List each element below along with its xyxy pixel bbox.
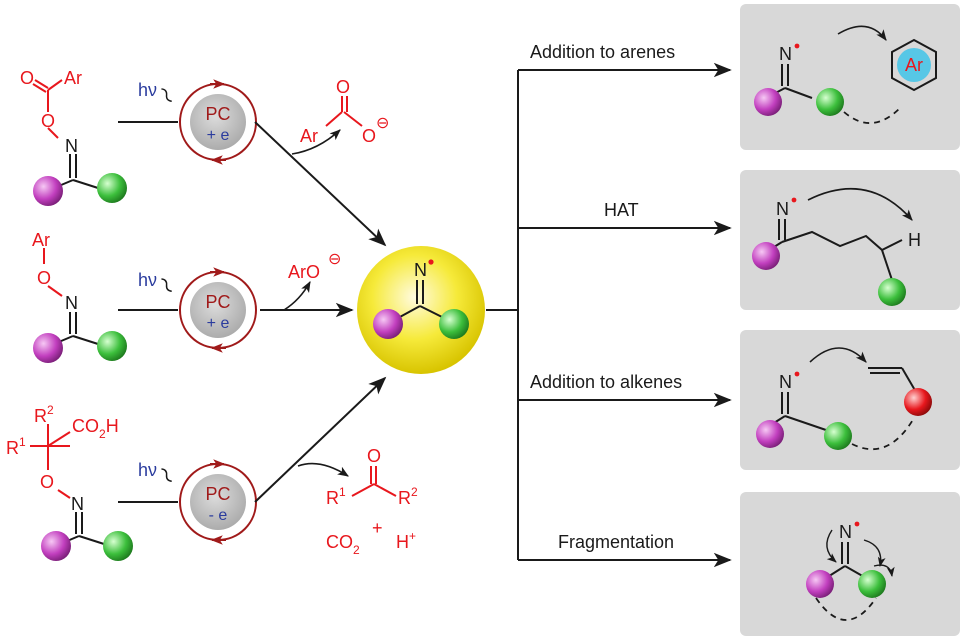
atom-r1: R1 xyxy=(6,435,26,458)
radical-dot xyxy=(794,371,800,377)
green-sphere xyxy=(439,309,469,339)
photocatalyst-label: PC xyxy=(205,484,230,504)
atom-r2: R2 xyxy=(398,485,418,508)
green-sphere xyxy=(103,531,133,561)
iminyl-radical-center: N xyxy=(357,246,485,374)
red-sphere xyxy=(904,388,932,416)
green-sphere xyxy=(878,278,906,306)
arene-highlight xyxy=(897,48,931,82)
radical-dot xyxy=(428,259,434,265)
photocatalyst-disc xyxy=(190,474,246,530)
magenta-sphere xyxy=(806,570,834,598)
green-sphere xyxy=(858,570,886,598)
magenta-sphere xyxy=(41,531,71,561)
atom-n: N xyxy=(779,44,792,64)
plus-sign: + xyxy=(372,518,383,538)
arrow-release-ketone xyxy=(297,462,349,477)
magenta-sphere xyxy=(373,309,403,339)
arrow-release-carboxylate xyxy=(291,129,341,155)
atom-n: N xyxy=(414,260,427,280)
proton: H+ xyxy=(396,529,416,552)
benzene-ring xyxy=(891,38,937,92)
atom-ar: Ar xyxy=(32,230,50,250)
atom-n: N xyxy=(65,136,78,156)
atom-o: O xyxy=(367,446,381,466)
light-label: hν xyxy=(138,460,157,480)
negative-charge: ⊖ xyxy=(376,115,389,132)
atom-ar: Ar xyxy=(300,126,318,146)
byproduct-phenoxide: ArO ⊖ xyxy=(288,251,341,282)
precursor-oxime-acid: R2 R1 CO2H O N xyxy=(6,403,133,561)
yellow-sphere xyxy=(357,246,485,374)
atom-n: N xyxy=(776,199,789,219)
green-sphere xyxy=(824,422,852,450)
radical-dot xyxy=(794,43,800,49)
green-sphere xyxy=(97,331,127,361)
light-wave-icon xyxy=(161,468,172,482)
radical-dot xyxy=(791,197,797,203)
arrow-cycle3-to-radical xyxy=(254,376,387,503)
atom-o-minus: O xyxy=(362,126,376,146)
atom-r2: R2 xyxy=(34,403,54,426)
phenoxide-label: ArO xyxy=(288,262,320,282)
panel-fragmentation: N xyxy=(740,492,960,636)
atom-o-ester: O xyxy=(41,111,55,131)
atom-n: N xyxy=(65,293,78,313)
atom-h: H xyxy=(908,230,921,250)
label-addition-alkenes: Addition to alkenes xyxy=(530,372,682,392)
atom-o: O xyxy=(37,268,51,288)
co2: CO2 xyxy=(326,532,360,557)
atom-o: O xyxy=(40,472,54,492)
photocatalyst-label: PC xyxy=(205,104,230,124)
green-sphere xyxy=(816,88,844,116)
magenta-sphere xyxy=(754,88,782,116)
byproduct-ketone: O R1 R2 CO2 + H+ xyxy=(326,446,418,557)
radical-dot xyxy=(854,521,860,527)
arrow-cycle1-to-radical xyxy=(254,121,387,247)
branch-arrows xyxy=(486,62,732,568)
photocatalyst-disc xyxy=(190,282,246,338)
magenta-sphere xyxy=(33,176,63,206)
light-wave-icon xyxy=(161,88,172,102)
panel-addition-alkenes: N xyxy=(740,330,960,470)
green-sphere xyxy=(97,173,127,203)
byproduct-carboxylate: O Ar O ⊖ xyxy=(300,77,389,146)
photocatalyst-disc xyxy=(190,94,246,150)
magenta-sphere xyxy=(752,242,780,270)
precursor-oxime-aryl-ether: Ar O N xyxy=(32,230,127,363)
redox-label: + e xyxy=(207,315,230,332)
label-hat: HAT xyxy=(604,200,639,220)
magenta-sphere xyxy=(756,420,784,448)
atom-ar: Ar xyxy=(905,55,923,75)
label-fragmentation: Fragmentation xyxy=(558,532,674,552)
arrow-release-phenoxide xyxy=(283,281,311,311)
photocatalyst-label: PC xyxy=(205,292,230,312)
panel-addition-arenes: N Ar xyxy=(740,4,960,150)
precursor-oxime-ester: O Ar O N xyxy=(20,68,127,206)
redox-label: + e xyxy=(207,127,230,144)
negative-charge: ⊖ xyxy=(328,251,341,268)
atom-n: N xyxy=(71,494,84,514)
atom-o-carbonyl: O xyxy=(20,68,34,88)
label-addition-arenes: Addition to arenes xyxy=(530,42,675,62)
panel-hat: N H xyxy=(740,170,960,310)
light-wave-icon xyxy=(161,278,172,292)
light-label: hν xyxy=(138,270,157,290)
atom-o-top: O xyxy=(336,77,350,97)
redox-label: - e xyxy=(209,507,228,524)
group-co2h: CO2H xyxy=(72,416,119,441)
atom-n: N xyxy=(779,372,792,392)
magenta-sphere xyxy=(33,333,63,363)
atom-n: N xyxy=(839,522,852,542)
atom-r1: R1 xyxy=(326,485,346,508)
atom-ar: Ar xyxy=(64,68,82,88)
light-label: hν xyxy=(138,80,157,100)
